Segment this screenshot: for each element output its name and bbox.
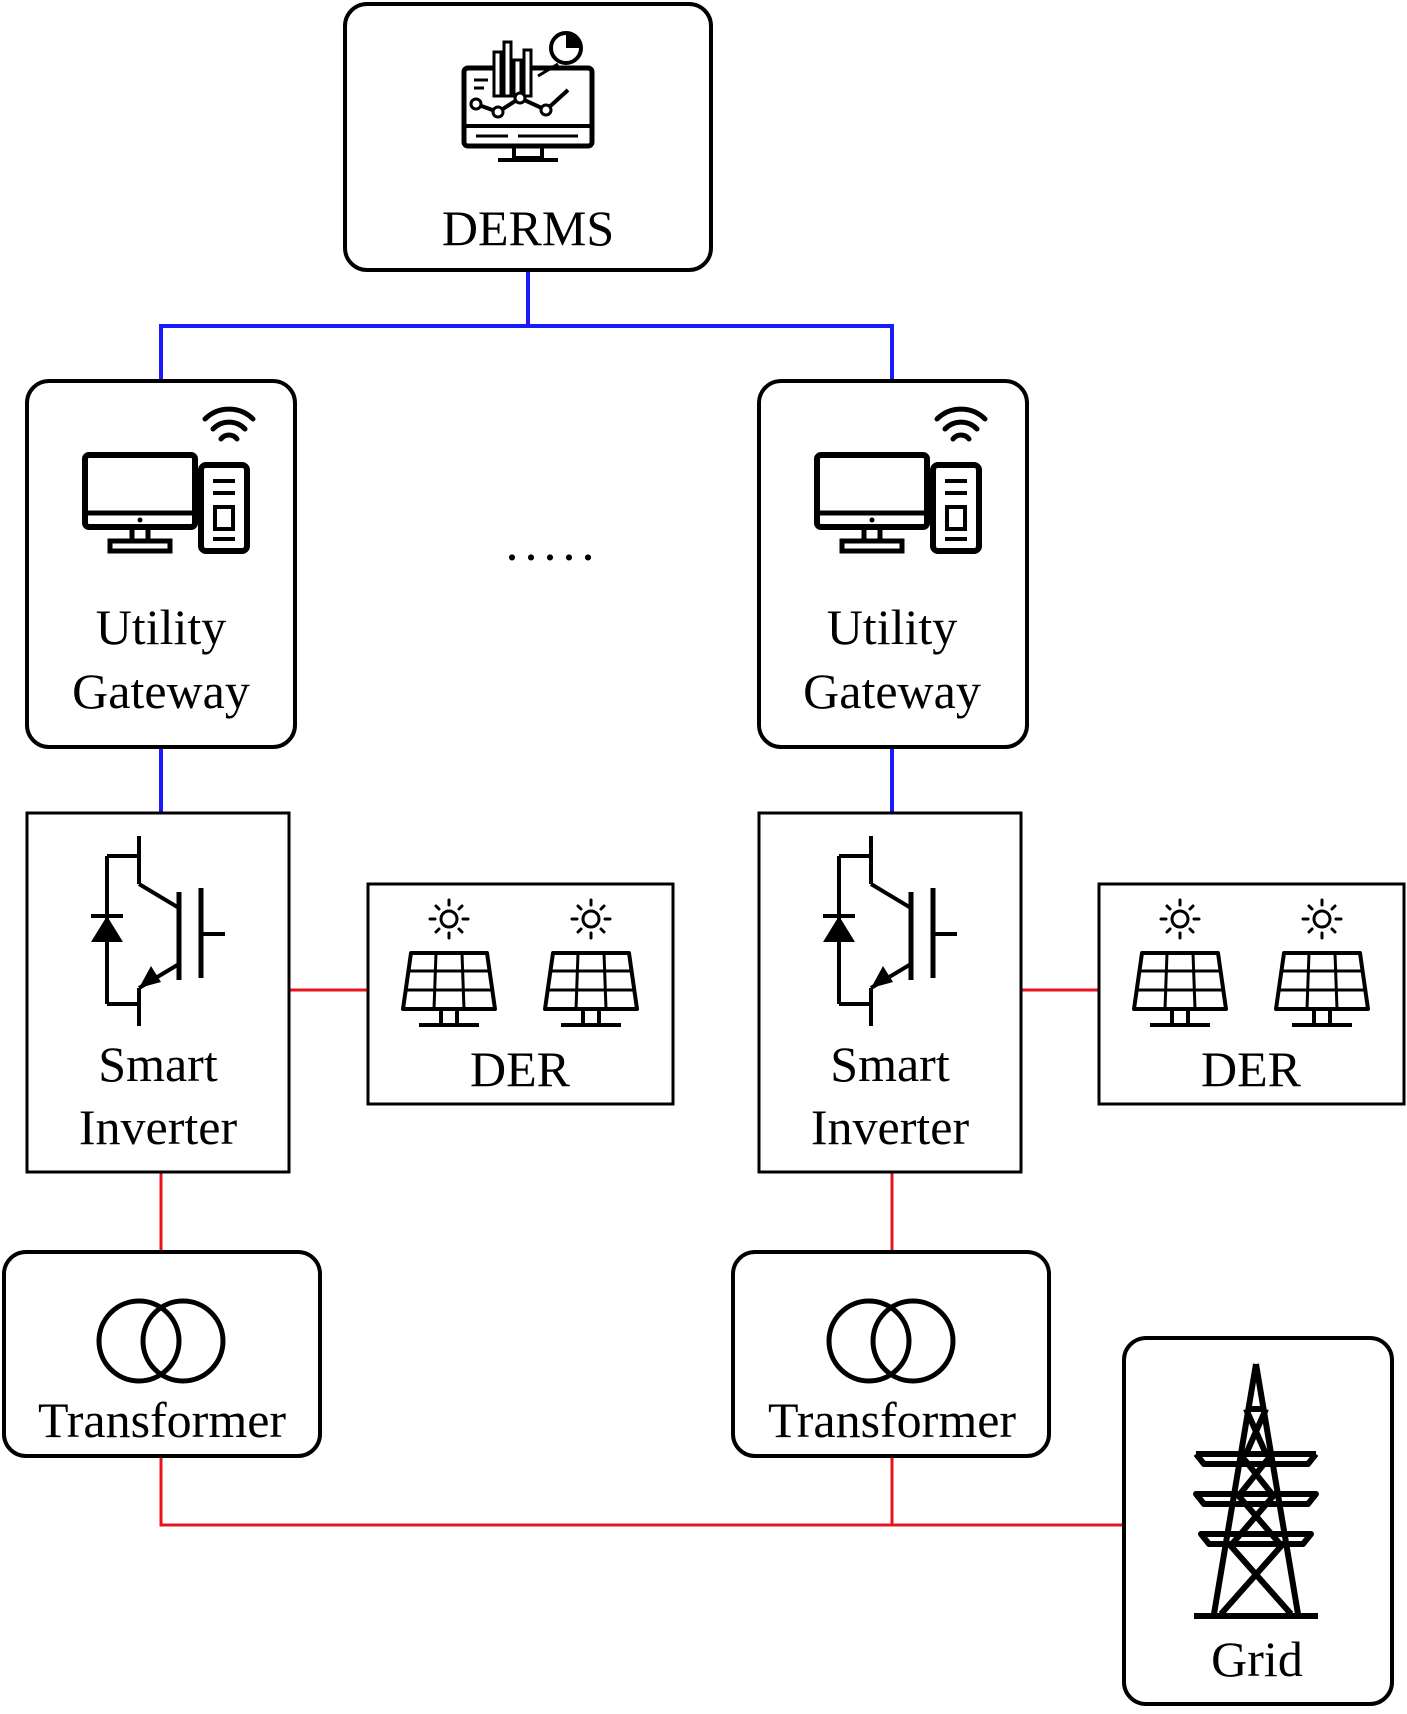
gateway-left-label-line1: Utility: [96, 599, 227, 655]
link-transformer-grid-bus: [159, 1456, 1124, 1527]
transformer-right-label: Transformer: [768, 1392, 1016, 1448]
derms-label: DERMS: [442, 200, 614, 256]
inverter-right-label-line1: Smart: [830, 1036, 950, 1092]
gateway-right-node: Utility Gateway: [757, 379, 1029, 749]
der-right-node: DER: [1097, 882, 1406, 1106]
derms-node: DERMS: [343, 2, 713, 272]
gateway-left-label-line2: Gateway: [72, 663, 250, 719]
grid-label: Grid: [1211, 1631, 1303, 1687]
transformer-left-node: Transformer: [2, 1250, 322, 1458]
grid-node: Grid: [1122, 1336, 1394, 1706]
inverter-left-node: Smart Inverter: [25, 811, 291, 1174]
der-right-label: DER: [1201, 1041, 1302, 1097]
inverter-left-label-line1: Smart: [98, 1036, 218, 1092]
inverter-right-node: Smart Inverter: [757, 811, 1023, 1174]
power-links: [159, 988, 1124, 1527]
ellipsis: .....: [506, 515, 601, 572]
communication-links: [159, 270, 894, 813]
inverter-right-label-line2: Inverter: [811, 1099, 970, 1155]
der-left-label: DER: [470, 1041, 571, 1097]
gateway-right-label-line1: Utility: [827, 599, 958, 655]
transformer-left-label: Transformer: [38, 1392, 286, 1448]
link-derms-gateway-right: [528, 324, 894, 381]
link-derms-gateways: [159, 270, 530, 381]
gateway-right-label-line2: Gateway: [803, 663, 981, 719]
transformer-right-node: Transformer: [731, 1250, 1051, 1458]
gateway-left-node: Utility Gateway: [25, 379, 297, 749]
inverter-left-label-line2: Inverter: [79, 1099, 238, 1155]
der-left-node: DER: [366, 882, 675, 1106]
